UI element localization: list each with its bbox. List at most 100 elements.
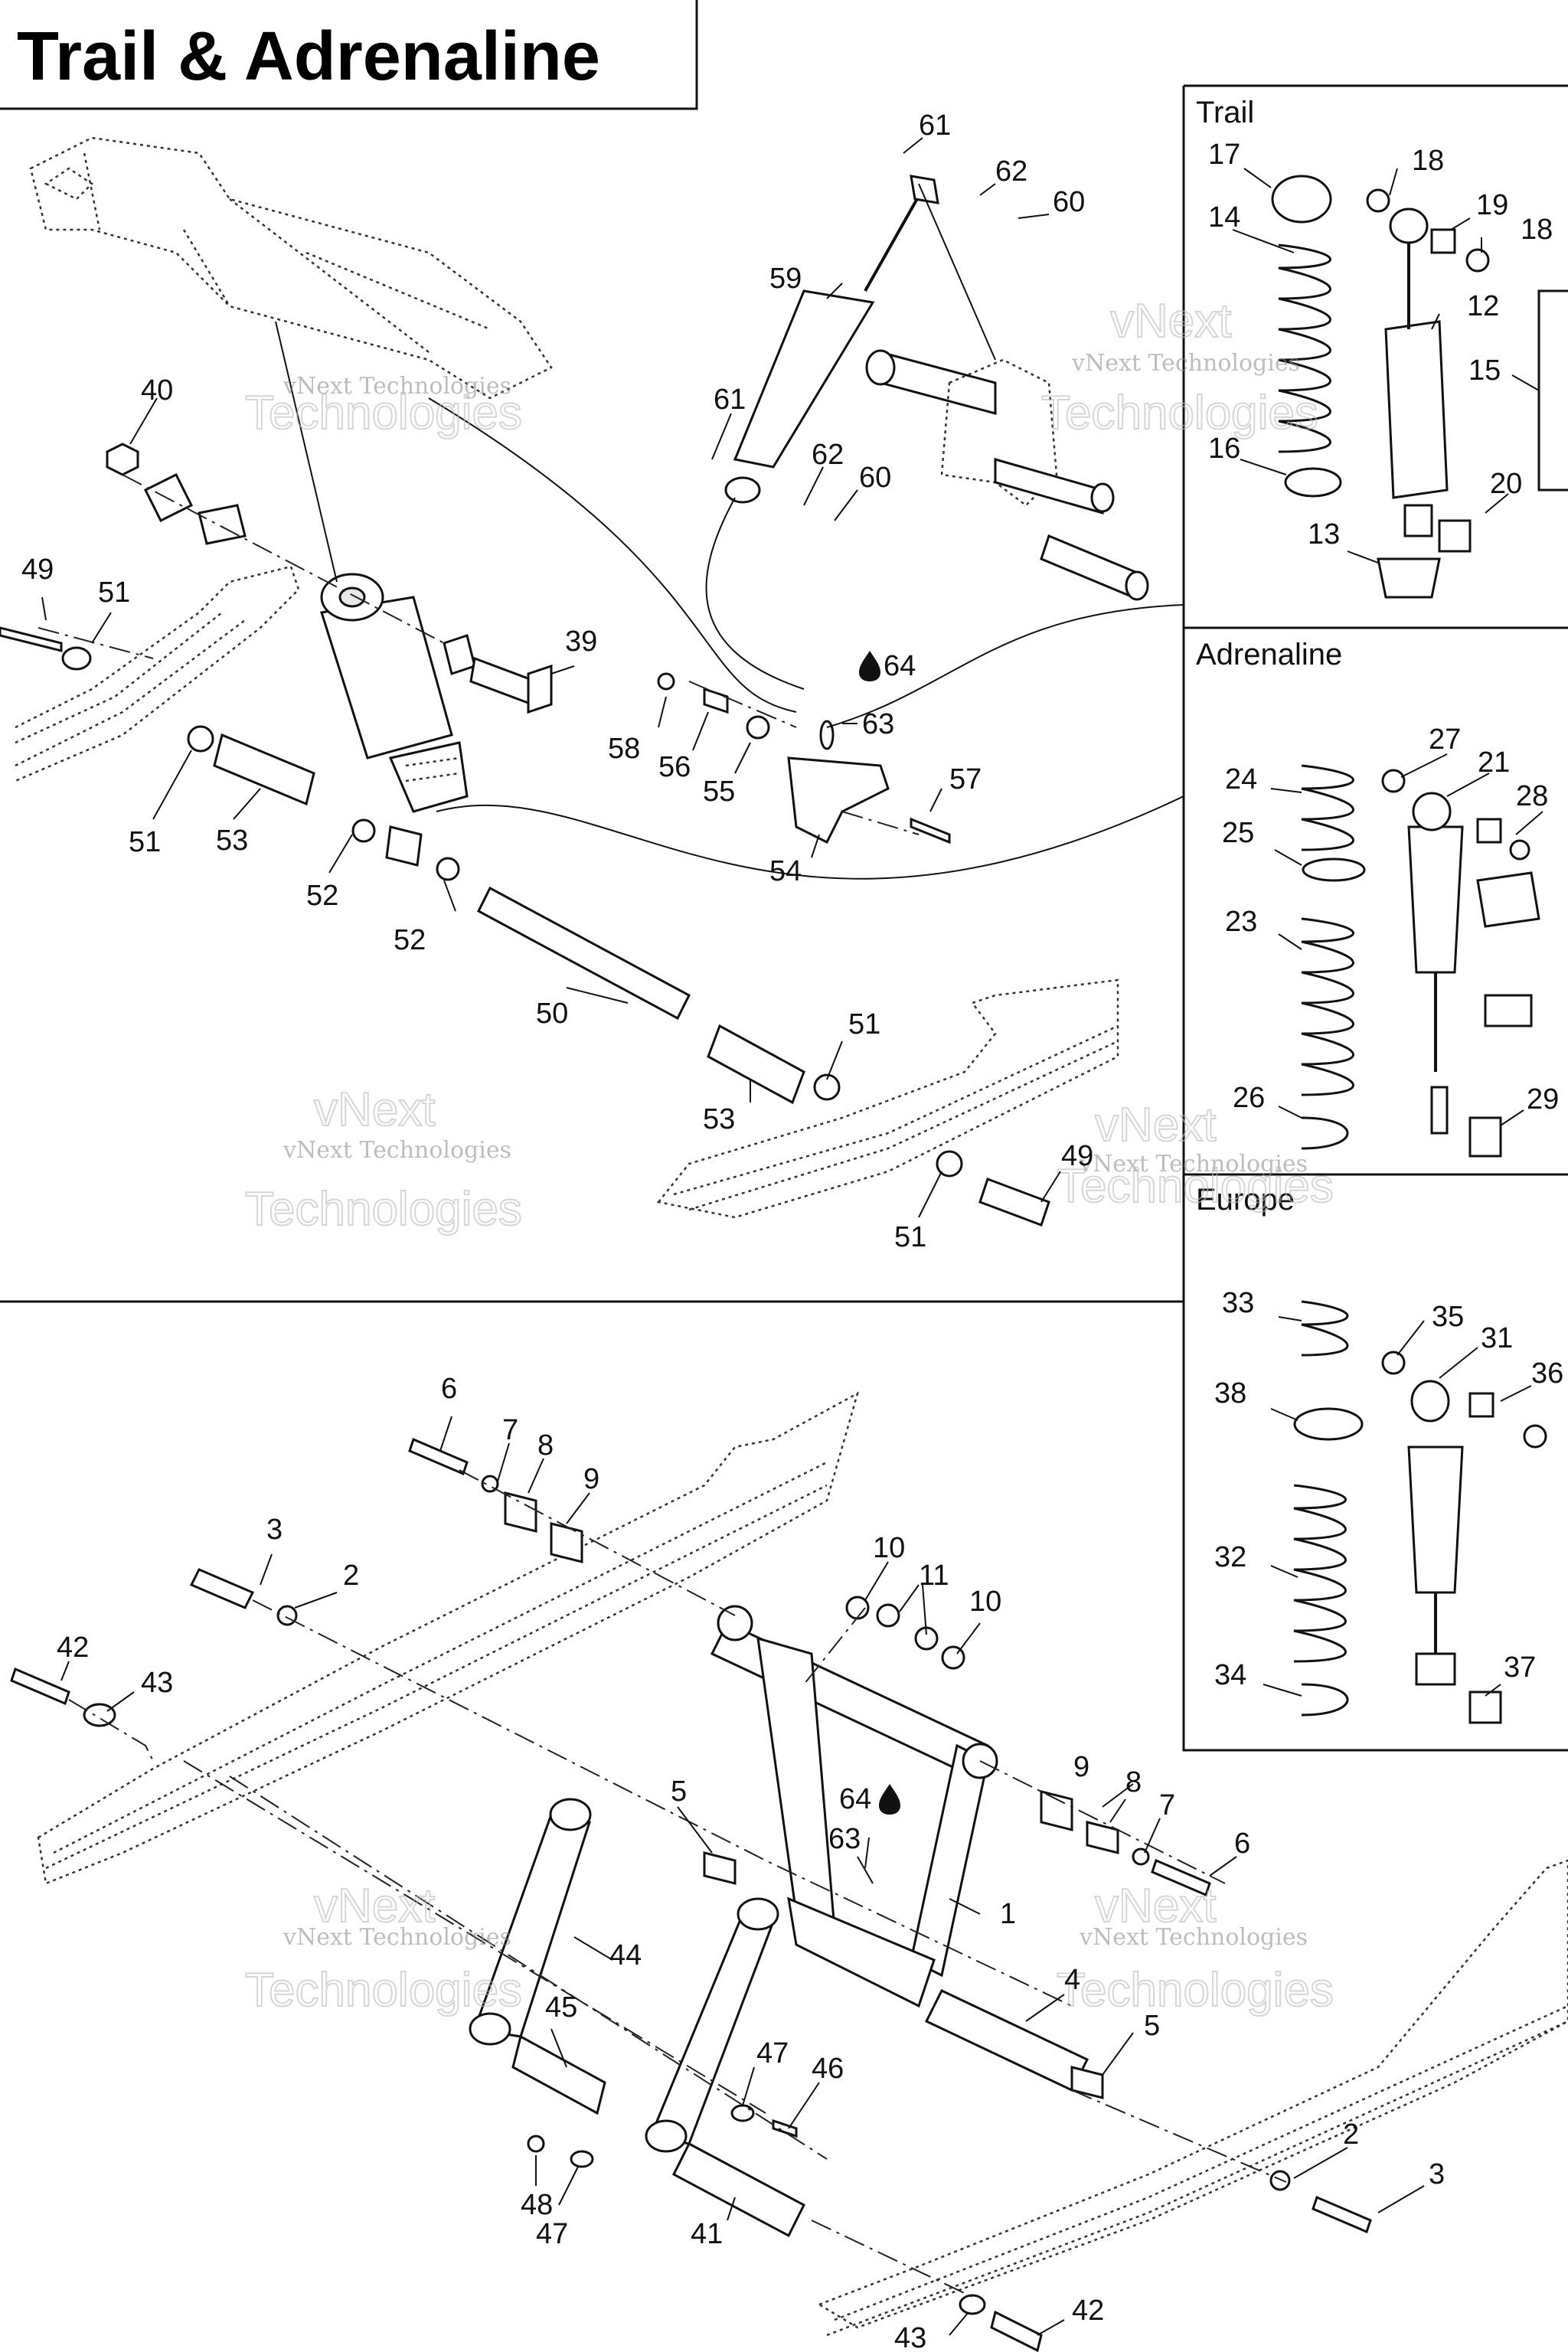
watermarks: vNext Technologies Technologies vNext Te… — [244, 294, 1334, 2017]
callout-7: 7 — [502, 1414, 518, 1446]
callout-17: 17 — [1208, 139, 1240, 171]
callout-31: 31 — [1481, 1322, 1513, 1354]
callout-62: 62 — [812, 439, 844, 471]
callout-48: 48 — [521, 2189, 553, 2221]
callout-45: 45 — [545, 1991, 577, 2024]
watermark-6-big: Technologies — [1057, 1964, 1334, 2017]
callout-39: 39 — [565, 626, 597, 658]
watermark-3: vNext Technologies — [283, 1137, 511, 1164]
callout-labels: 61 62 60 59 61 62 60 40 49 51 39 64 63 5… — [21, 109, 1563, 2352]
callout-8: 8 — [537, 1429, 554, 1462]
callout-35: 35 — [1432, 1301, 1464, 1333]
title-box: Trail & Adrenaline — [0, 0, 698, 110]
callout-60: 60 — [1053, 186, 1085, 218]
callout-12: 12 — [1467, 290, 1499, 322]
callout-25: 25 — [1222, 817, 1254, 849]
callout-3: 3 — [266, 1514, 283, 1546]
callout-53: 53 — [703, 1103, 735, 1135]
upper-bracket — [865, 349, 1149, 601]
panel-frames — [1182, 84, 1568, 1752]
callout-11: 11 — [919, 1560, 949, 1592]
rail-top-left — [15, 565, 300, 782]
rail-top-right — [656, 978, 1119, 1219]
callout-leaders — [41, 137, 1544, 2336]
callout-63: 63 — [828, 1823, 861, 1855]
callout-64-bottom: 64 — [839, 1783, 900, 1815]
watermark-2: vNext Technologies — [1071, 350, 1300, 377]
rail-bottom-left — [37, 1391, 860, 1885]
watermark-6: vNext Technologies — [1079, 1924, 1308, 1951]
callout-16: 16 — [1208, 433, 1240, 465]
callout-6: 6 — [1234, 1828, 1250, 1860]
callout-28: 28 — [1516, 780, 1548, 812]
watermark-1-big: Technologies — [245, 387, 522, 439]
callout-18: 18 — [1521, 214, 1553, 246]
callout-21: 21 — [1478, 746, 1510, 779]
callout-57: 57 — [949, 763, 982, 795]
callout-34: 34 — [1214, 1659, 1246, 1691]
callout-60: 60 — [859, 462, 891, 494]
callout-7: 7 — [1159, 1789, 1175, 1821]
swing-arm-1 — [710, 1605, 998, 2008]
callout-46: 46 — [812, 2053, 844, 2085]
callout-53: 53 — [216, 825, 248, 857]
callout-61: 61 — [714, 384, 746, 416]
callout-55: 55 — [703, 776, 735, 808]
callout-38: 38 — [1214, 1377, 1246, 1410]
callout-23: 23 — [1225, 906, 1257, 938]
oil-drop-icon — [859, 651, 880, 681]
callout-36: 36 — [1531, 1357, 1563, 1390]
top-lead-lines — [38, 183, 1184, 880]
callout-33: 33 — [1222, 1287, 1254, 1319]
callout-54: 54 — [769, 855, 802, 887]
callout-51: 51 — [98, 577, 130, 609]
callout-19: 19 — [1476, 189, 1508, 221]
callout-27: 27 — [1429, 724, 1461, 756]
watermark-2-top: vNext — [1110, 295, 1231, 348]
frame-outline — [29, 136, 553, 400]
callout-59: 59 — [769, 263, 802, 295]
top-hardware — [0, 443, 1050, 1227]
watermark-5: vNext Technologies — [283, 1924, 511, 1951]
callout-58: 58 — [608, 733, 640, 765]
rail-bottom-right — [817, 1859, 1568, 2337]
callout-18: 18 — [1412, 145, 1444, 177]
callout-49: 49 — [1061, 1140, 1093, 1172]
trail-shock-kit — [1271, 175, 1568, 599]
page-title: Trail & Adrenaline — [17, 18, 600, 95]
panel-title-trail: Trail — [1196, 96, 1254, 129]
callout-63: 63 — [862, 708, 894, 740]
panel-title-adrenaline: Adrenaline — [1196, 638, 1342, 671]
callout-24: 24 — [1225, 763, 1257, 795]
callout-51: 51 — [894, 1221, 926, 1253]
callout-1: 1 — [1000, 1898, 1016, 1930]
callout-20: 20 — [1490, 468, 1522, 500]
callout-41: 41 — [691, 2218, 723, 2250]
adrenaline-shock-kit — [1301, 764, 1540, 1158]
watermark-6-top: vNext — [1095, 1880, 1216, 1932]
oil-drop-icon — [879, 1784, 900, 1815]
callout-37: 37 — [1504, 1651, 1536, 1684]
watermark-5-big: Technologies — [245, 1964, 522, 2017]
callout-42: 42 — [57, 1632, 89, 1664]
main-shock — [320, 573, 469, 813]
callout-2: 2 — [343, 1560, 359, 1592]
callout-62: 62 — [995, 155, 1027, 188]
callout-56: 56 — [658, 751, 691, 783]
callout-51: 51 — [129, 826, 161, 858]
europe-shock-kit — [1293, 1300, 1547, 1724]
callout-3: 3 — [1429, 2158, 1445, 2190]
shock-absorber-59 — [724, 175, 939, 504]
callout-5: 5 — [1144, 2010, 1160, 2042]
callout-14: 14 — [1208, 201, 1240, 234]
callout-9: 9 — [1073, 1751, 1089, 1783]
watermark-4-top: vNext — [1095, 1099, 1216, 1152]
callout-26: 26 — [1233, 1082, 1265, 1114]
callout-6: 6 — [441, 1373, 457, 1405]
callout-29: 29 — [1527, 1083, 1559, 1116]
callout-9: 9 — [583, 1463, 599, 1495]
callout-4: 4 — [1064, 1964, 1080, 1996]
callout-5: 5 — [671, 1775, 687, 1808]
callout-47: 47 — [536, 2218, 568, 2250]
